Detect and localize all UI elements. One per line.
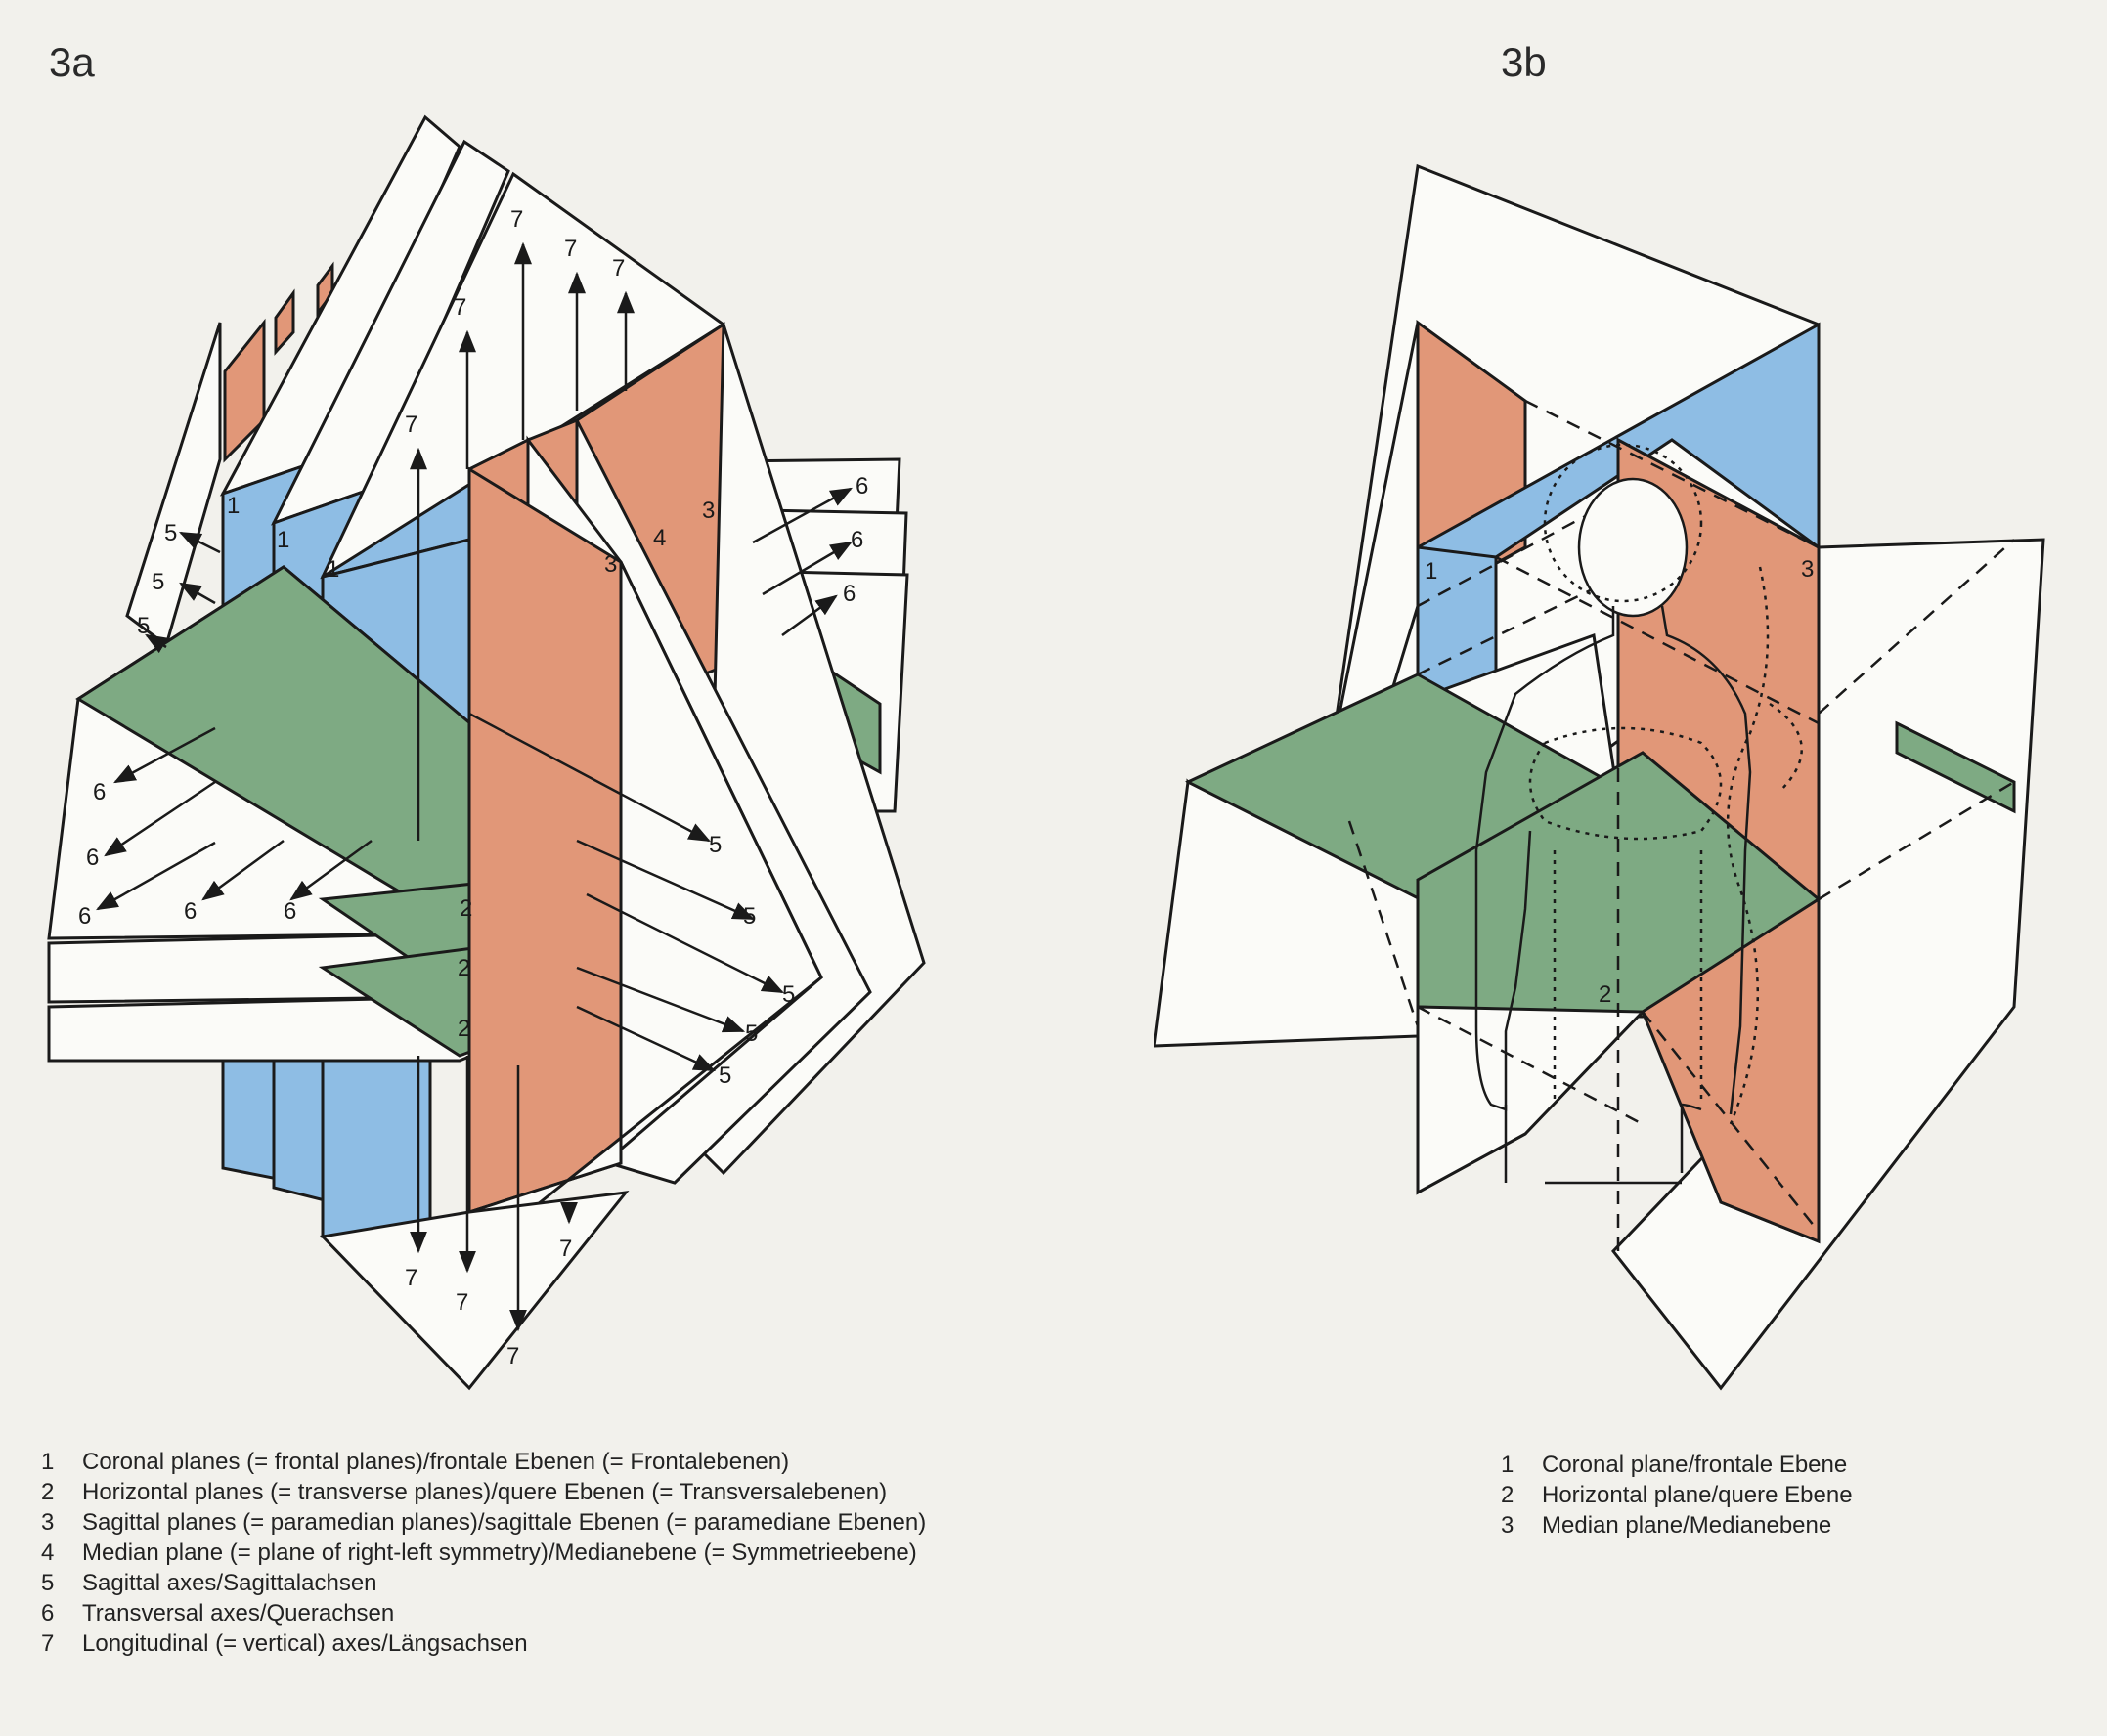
figure-a-legend-text: Transversal axes/Querachsen xyxy=(82,1598,394,1628)
sagittal-axis-number-5g: 5 xyxy=(745,1020,758,1047)
figure-b-legend-number: 1 xyxy=(1501,1450,1542,1480)
transversal-axis-number-6g: 6 xyxy=(851,527,863,553)
longitudinal-axis-number-7c: 7 xyxy=(612,255,625,282)
sagittal-axis-number-5e: 5 xyxy=(743,903,756,930)
figure-a-legend-text: Sagittal axes/Sagittalachsen xyxy=(82,1568,377,1598)
figure-a-legend-number: 7 xyxy=(41,1628,82,1659)
figure-a-legend-text: Sagittal planes (= paramedian planes)/sa… xyxy=(82,1507,926,1538)
coronal-plane-number-a: 1 xyxy=(227,493,240,519)
sagittal-axis-number-5h: 5 xyxy=(719,1063,731,1089)
figure-a-legend-number: 3 xyxy=(41,1507,82,1538)
horizontal-plane-number-a: 2 xyxy=(460,895,472,922)
longitudinal-axis-number-7a: 7 xyxy=(510,206,523,233)
longitudinal-axis-number-7i: 7 xyxy=(559,1236,572,1262)
sagittal-axis-number-5a: 5 xyxy=(164,520,177,546)
figure-b-legend-text: Median plane/Medianebene xyxy=(1542,1510,1831,1541)
sagittal-axis-number-5c: 5 xyxy=(137,613,150,639)
figure-b-legend-text: Coronal plane/frontale Ebene xyxy=(1542,1450,1847,1480)
coronal-plane-number-b: 1 xyxy=(277,527,289,553)
figure-a-legend-number: 5 xyxy=(41,1568,82,1598)
figure-a-legend-number: 6 xyxy=(41,1598,82,1628)
horizontal-plane-number: 2 xyxy=(1599,981,1611,1008)
transversal-axis-number-6a: 6 xyxy=(93,779,106,805)
horizontal-plane-number-b: 2 xyxy=(458,955,470,981)
transversal-axis-number-6b: 6 xyxy=(86,845,99,871)
transversal-axis-number-6e: 6 xyxy=(284,898,296,925)
sagittal-axis-arrow-5b xyxy=(181,584,215,603)
sagittal-axis-number-5f: 5 xyxy=(782,981,795,1008)
transversal-axis-number-6c: 6 xyxy=(78,903,91,930)
sagittal-plane-number-a: 3 xyxy=(702,498,715,524)
figure-a-legend-number: 4 xyxy=(41,1538,82,1568)
transversal-axis-number-6d: 6 xyxy=(184,898,197,925)
figure-b-diagram: 1 2 3 xyxy=(1154,147,2083,1417)
figure-b-legend-number: 2 xyxy=(1501,1480,1542,1510)
longitudinal-axis-number-7f: 7 xyxy=(405,1265,417,1291)
transversal-axis-number-6f: 6 xyxy=(856,473,868,499)
transversal-axis-number-6h: 6 xyxy=(843,581,856,607)
sagittal-axis-number-5b: 5 xyxy=(152,569,164,595)
figure-b-legend-number: 3 xyxy=(1501,1510,1542,1541)
coronal-plane-number-c: 1 xyxy=(327,556,339,583)
figure-a-legend-text: Median plane (= plane of right-left symm… xyxy=(82,1538,917,1568)
coronal-plane-number: 1 xyxy=(1425,558,1437,585)
figure-a-legend-text: Horizontal planes (= transverse planes)/… xyxy=(82,1477,887,1507)
figure-b-legend-text: Horizontal plane/quere Ebene xyxy=(1542,1480,1853,1510)
median-plane-number: 4 xyxy=(653,525,666,551)
figure-a-legend-number: 1 xyxy=(41,1447,82,1477)
longitudinal-axis-number-7g: 7 xyxy=(456,1289,468,1316)
figure-a-legend-text: Coronal planes (= frontal planes)/fronta… xyxy=(82,1447,789,1477)
longitudinal-axis-number-7h: 7 xyxy=(506,1343,519,1369)
coronal-lower-white xyxy=(1418,1007,1643,1193)
figure-a-legend-text: Longitudinal (= vertical) axes/Längsachs… xyxy=(82,1628,528,1659)
longitudinal-axis-number-7e: 7 xyxy=(405,412,417,438)
sagittal-axis-number-5d: 5 xyxy=(709,832,722,858)
figure-a-legend-number: 2 xyxy=(41,1477,82,1507)
longitudinal-axis-number-7b: 7 xyxy=(564,236,577,262)
median-plane-number: 3 xyxy=(1801,556,1814,583)
sagittal-plane-number-b: 3 xyxy=(604,551,617,578)
horizontal-plane-number-c: 2 xyxy=(458,1016,470,1042)
figure-b-label: 3b xyxy=(1501,39,1547,86)
longitudinal-axis-number-7d: 7 xyxy=(454,294,466,321)
